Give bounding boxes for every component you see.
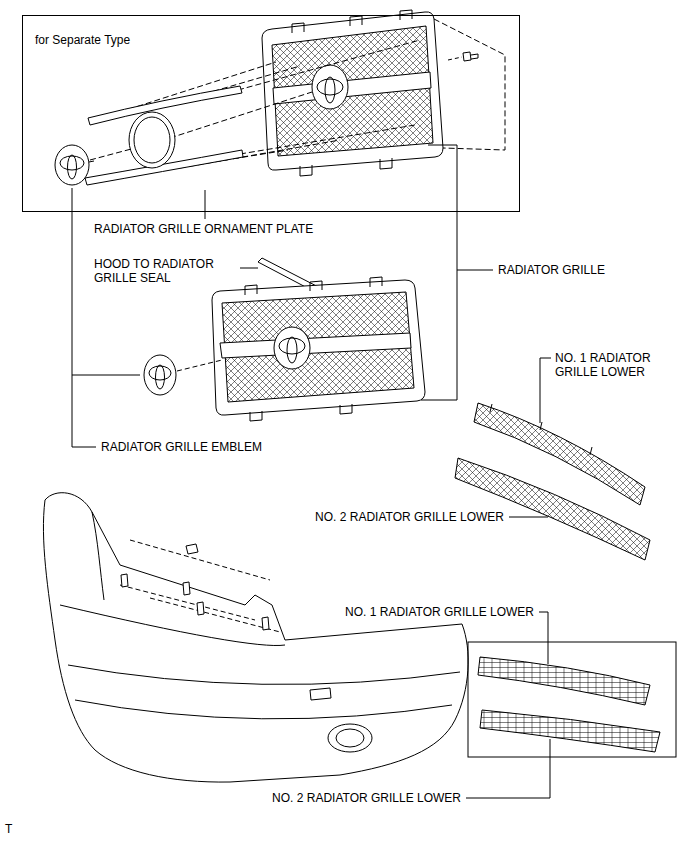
leader-line — [72, 375, 140, 376]
radiator-grille — [274, 327, 310, 369]
emblem — [177, 360, 222, 371]
grille-lower — [455, 403, 650, 560]
emblem — [144, 355, 222, 395]
leader-line — [509, 517, 548, 518]
fasteners — [186, 544, 198, 554]
assembly-lines — [238, 40, 420, 90]
separate-grille — [312, 65, 348, 109]
part-name: RADIATOR GRILLE — [497, 263, 606, 277]
emblem — [144, 355, 176, 395]
front-bumper — [310, 688, 331, 700]
part-name: NO. 2 RADIATOR GRILLE LOWER — [271, 791, 462, 805]
separate-grille — [262, 10, 443, 176]
front-bumper — [92, 512, 104, 600]
part-name: NO. 2 RADIATOR GRILLE LOWER — [314, 510, 505, 524]
grille-lower-inset — [478, 657, 650, 705]
radiator-grille — [220, 333, 411, 358]
ornament-plate — [129, 112, 175, 168]
leader-line — [421, 145, 493, 400]
part-name: NO. 1 RADIATOR GRILLE LOWER — [554, 351, 674, 379]
radiator-grille — [212, 280, 425, 415]
grille-lower-inset — [468, 642, 676, 757]
emblem — [55, 145, 89, 185]
ornament-plate — [134, 117, 170, 163]
leader-line — [539, 612, 548, 664]
emblem — [149, 366, 171, 380]
separate-grille — [262, 12, 443, 170]
bolt — [448, 52, 478, 61]
assembly-lines — [90, 148, 135, 160]
grille-lower-inset — [468, 642, 676, 757]
radiator-grille — [245, 277, 382, 295]
front-bumper — [43, 493, 468, 782]
leader-line — [466, 739, 550, 798]
separate-grille — [273, 72, 431, 104]
emblem — [68, 155, 77, 179]
fasteners — [121, 574, 269, 630]
grille-lower — [455, 458, 650, 560]
ornament-plate — [85, 86, 243, 185]
part-name: NO. 1 RADIATOR GRILLE LOWER — [344, 605, 535, 619]
front-bumper — [328, 724, 372, 752]
bolt — [448, 57, 462, 60]
radiator-grille — [250, 404, 352, 421]
figure-code: T — [4, 822, 13, 836]
leader-line — [205, 190, 206, 219]
separate-grille — [292, 10, 412, 33]
emblem — [156, 365, 165, 389]
emblem — [55, 145, 94, 185]
fasteners — [120, 540, 280, 632]
emblem — [89, 161, 94, 162]
front-bumper — [336, 729, 364, 747]
assembly-lines — [434, 19, 505, 150]
front-bumper — [68, 665, 460, 684]
radiator-grille — [212, 277, 425, 421]
separate-grille — [317, 79, 343, 95]
part-name: RADIATOR GRILLE ORNAMENT PLATE — [93, 222, 314, 236]
radiator-grille — [287, 337, 297, 363]
radiator-grille — [279, 338, 305, 354]
leader-line — [540, 358, 551, 423]
group-frame: for Separate Type — [22, 15, 520, 212]
assembly-lines — [90, 19, 505, 180]
assembly-lines — [240, 125, 415, 154]
emblem — [60, 156, 84, 170]
part-name: RADIATOR GRILLE EMBLEM — [100, 440, 263, 454]
front-bumper — [60, 605, 285, 646]
bolt — [463, 52, 478, 61]
fasteners — [120, 540, 280, 632]
group-heading: for Separate Type — [35, 33, 130, 47]
grille-lower — [490, 404, 592, 455]
part-name: HOOD TO RADIATOR GRILLE SEAL — [93, 257, 240, 285]
front-bumper — [75, 700, 452, 719]
grille-lower-inset — [480, 710, 660, 752]
front-bumper — [43, 493, 468, 782]
separate-grille — [272, 26, 433, 156]
separate-grille — [300, 158, 392, 176]
separate-grille — [325, 77, 335, 103]
